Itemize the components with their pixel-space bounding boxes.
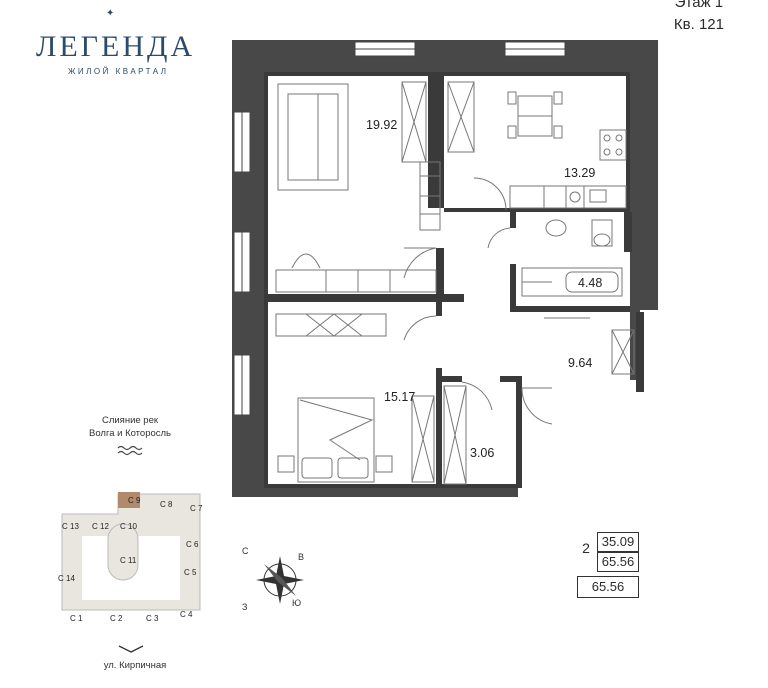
section-label: С 13: [62, 522, 79, 531]
section-label: С 6: [186, 540, 199, 549]
apartment-floor: [264, 76, 630, 488]
compass-east: В: [298, 552, 305, 562]
bedroom-furniture: [275, 313, 467, 485]
living-area-value: 35.09: [597, 532, 639, 552]
section-label: С 5: [184, 568, 197, 577]
room-area-living: 19.92: [366, 118, 398, 132]
bathroom-fixtures: [521, 219, 623, 297]
brand-subtitle: ЖИЛОЙ КВАРТАЛ: [68, 67, 169, 76]
rooms-count: 2: [582, 540, 590, 556]
interior-walls: [264, 72, 644, 488]
section-label: С 1: [70, 614, 83, 623]
room-area-bathroom: 4.48: [578, 276, 603, 290]
total-area-summary: 65.56: [577, 576, 639, 598]
logo-emblem-icon: ✦: [106, 8, 115, 19]
section-label: С 2: [110, 614, 123, 623]
brand-name: ЛЕГЕНДА: [36, 30, 196, 63]
compass-west: З: [242, 602, 248, 612]
hall-closet: [544, 317, 635, 375]
room-area-hall: 9.64: [568, 356, 593, 370]
section-label: С 3: [146, 614, 159, 623]
rivers-line-2: Волга и Которосль: [88, 428, 172, 439]
compass: С В З Ю: [240, 540, 320, 620]
compass-north: С: [242, 546, 249, 556]
rivers-label: Слияние рек Волга и Которосль: [70, 414, 190, 440]
section-label: С 9: [128, 496, 141, 505]
desk: [275, 253, 437, 293]
site-plan: [61, 492, 201, 611]
section-label: С 7: [190, 504, 203, 513]
section-highlight: [118, 492, 140, 508]
section-label: С 10: [120, 522, 137, 531]
living-closet: [401, 81, 441, 231]
floor-label: Этаж 1: [674, 0, 724, 11]
sofa: [277, 83, 349, 191]
section-label: С 12: [92, 522, 109, 531]
rivers-line-1: Слияние рек: [101, 415, 159, 426]
room-area-wardrobe: 3.06: [470, 446, 495, 460]
chevron-down-icon: [118, 645, 144, 653]
waves-icon: [117, 445, 143, 456]
room-area-bedroom: 15.17: [384, 390, 416, 404]
room-area-kitchen: 13.29: [564, 166, 596, 180]
brand-logo: ✦ ЛЕГЕНДА ЖИЛОЙ КВАРТАЛ: [36, 8, 196, 76]
floor-info: Этаж 1 Кв. 121: [674, 0, 724, 36]
street-label: ул. Кирпичная: [103, 660, 167, 671]
compass-rose-icon: [256, 556, 304, 604]
apartment-label: Кв. 121: [673, 16, 724, 33]
section-label: С 8: [160, 500, 173, 509]
doors: [403, 177, 553, 425]
section-label: С 4: [180, 610, 193, 619]
kitchen-furniture: [447, 81, 627, 209]
total-area-value: 65.56: [597, 552, 639, 572]
compass-south: Ю: [292, 598, 302, 608]
section-label: С 11: [120, 556, 137, 565]
area-stats: 2 35.09 65.56 65.56: [577, 530, 639, 600]
section-label: С 14: [58, 574, 75, 583]
